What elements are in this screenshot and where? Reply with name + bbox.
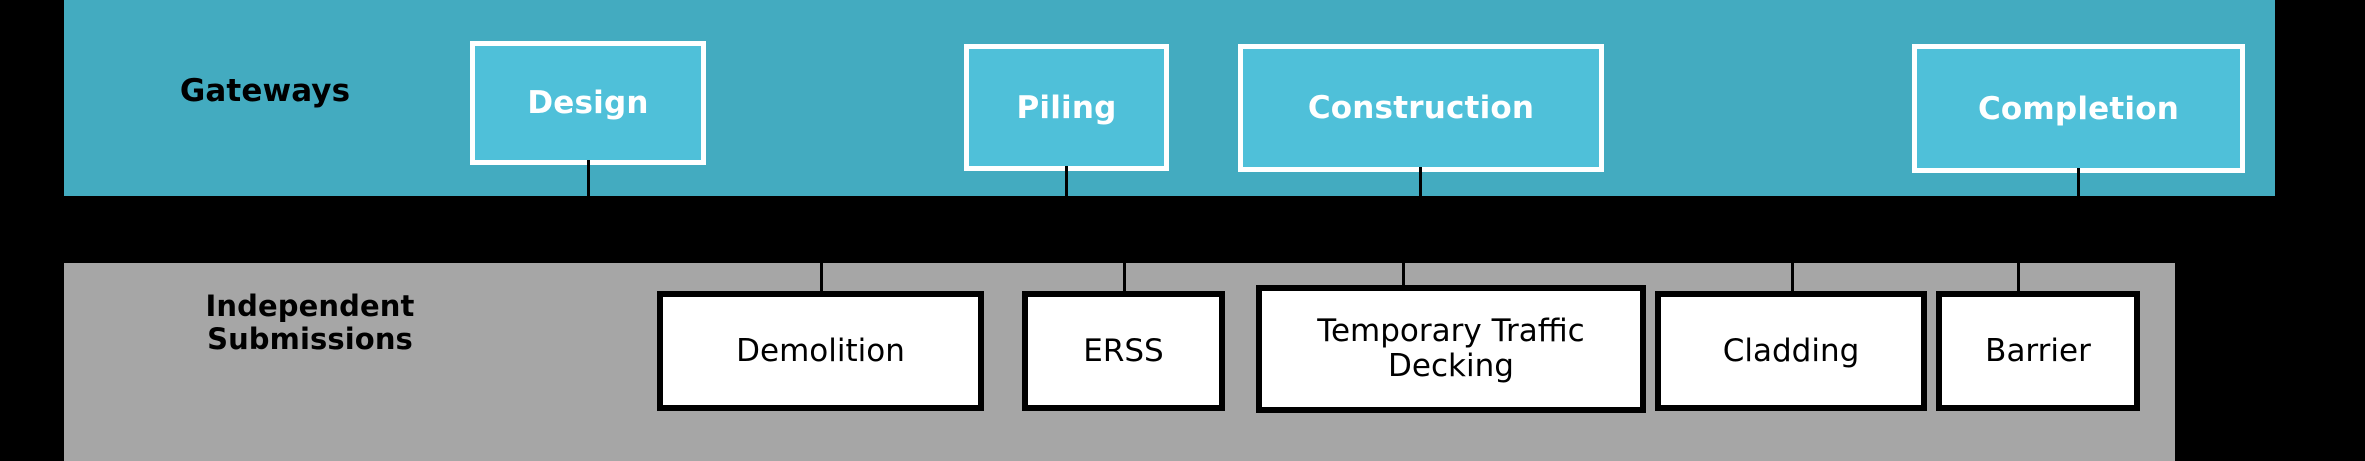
submission-box-barrier-label: Barrier	[1985, 332, 2091, 369]
connector-erss	[1123, 263, 1126, 292]
gateways-row-label: Gateways	[179, 73, 351, 109]
submission-box-temporary-traffic-decking-label-line1: Temporary Traffic	[1317, 313, 1585, 350]
connector-demolition	[820, 263, 823, 292]
submission-box-temporary-traffic-decking-label-line2: Decking	[1388, 348, 1514, 384]
gateway-box-design[interactable]: Design	[470, 41, 706, 165]
submission-box-erss[interactable]: ERSS	[1022, 291, 1225, 411]
connector-piling	[1065, 166, 1068, 196]
connector-temporary-traffic-decking	[1402, 263, 1405, 292]
connector-design	[587, 160, 590, 196]
submission-box-demolition[interactable]: Demolition	[657, 291, 984, 411]
gateways-panel	[64, 0, 2275, 196]
gateway-box-piling-label: Piling	[1016, 89, 1117, 126]
gateway-box-construction[interactable]: Construction	[1238, 44, 1604, 172]
submissions-row-label: Independent Submissions	[60, 289, 560, 357]
submission-box-demolition-label: Demolition	[736, 332, 905, 369]
submission-box-cladding-label: Cladding	[1722, 332, 1860, 369]
connector-cladding	[1791, 263, 1794, 292]
submission-box-cladding[interactable]: Cladding	[1655, 291, 1927, 411]
submission-box-temporary-traffic-decking-label: Temporary Traffic Decking	[1317, 314, 1584, 383]
submissions-row-label-line1: Independent	[205, 289, 415, 323]
gateway-box-completion[interactable]: Completion	[1912, 44, 2245, 173]
gateway-box-piling[interactable]: Piling	[964, 44, 1169, 171]
connector-barrier	[2017, 263, 2020, 292]
gateway-box-completion-label: Completion	[1977, 90, 2179, 127]
submission-box-erss-label: ERSS	[1083, 332, 1164, 369]
connector-construction	[1419, 167, 1422, 196]
gateway-box-construction-label: Construction	[1307, 90, 1535, 126]
submissions-row-label-line2: Submissions	[207, 322, 413, 357]
submission-box-temporary-traffic-decking[interactable]: Temporary Traffic Decking	[1256, 285, 1646, 413]
gateway-box-design-label: Design	[527, 85, 649, 121]
submission-box-barrier[interactable]: Barrier	[1936, 291, 2140, 411]
connector-completion	[2077, 168, 2080, 196]
